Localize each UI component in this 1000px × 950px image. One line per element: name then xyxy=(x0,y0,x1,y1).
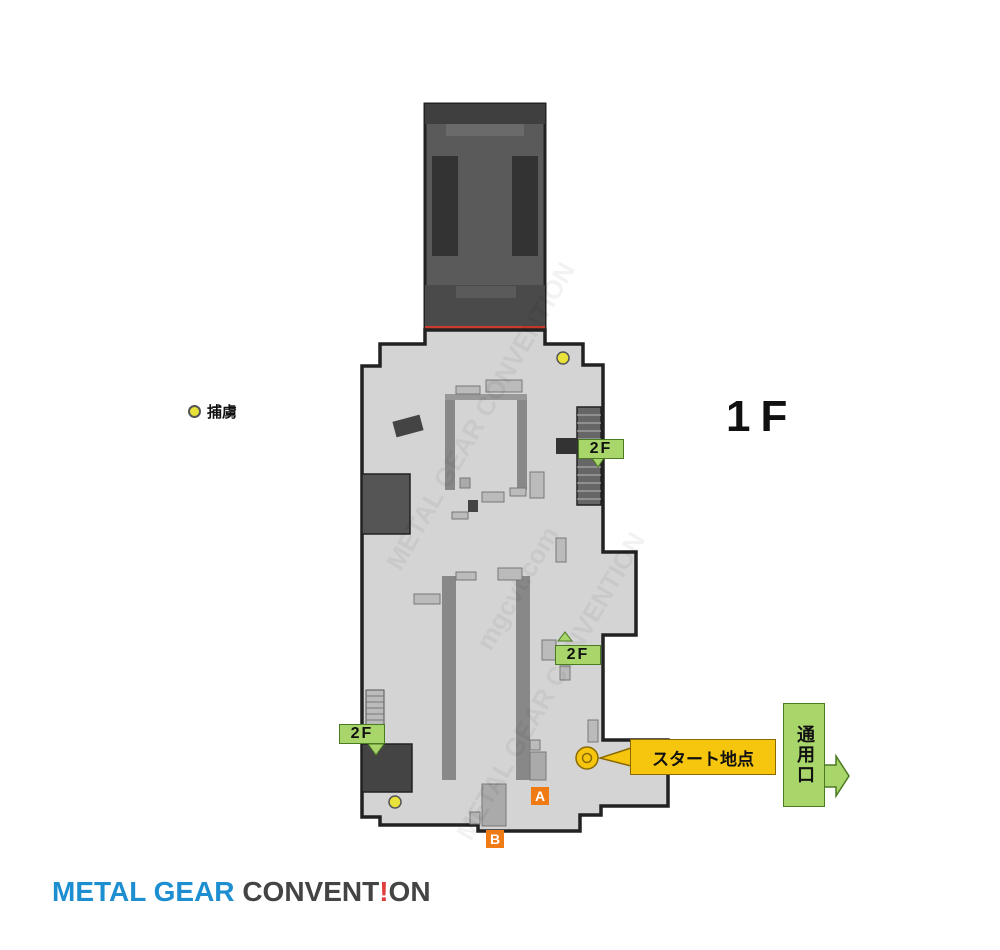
upper-room xyxy=(445,379,545,520)
north-corridor xyxy=(423,102,547,332)
brand-logo: METAL GEAR CONVENT!ON xyxy=(52,876,431,908)
exit-arrow-icon[interactable] xyxy=(823,753,850,799)
stair-tag-center[interactable]: 2F xyxy=(555,645,601,665)
stair-down-arrow-icon xyxy=(367,743,385,756)
hostage-dot-icon[interactable] xyxy=(556,351,570,365)
lower-room xyxy=(413,537,599,827)
stair-tag-west[interactable]: 2F xyxy=(339,724,385,744)
marker-b[interactable]: B xyxy=(486,830,504,848)
staircase-west xyxy=(365,689,385,727)
brand-part-3: ! xyxy=(379,876,389,907)
floor-label: 1F xyxy=(726,392,798,441)
legend-label: 捕虜 xyxy=(207,403,238,421)
exit-label[interactable]: 通用口 xyxy=(783,703,825,807)
brand-part-4: ON xyxy=(388,876,431,907)
stair-up-arrow-icon xyxy=(556,631,574,642)
brand-part-1: METAL GEAR xyxy=(52,876,243,907)
stair-tag-east[interactable]: 2F xyxy=(578,439,624,459)
legend: 捕虜 xyxy=(188,401,237,422)
hostage-dot-icon xyxy=(188,405,201,418)
start-point-icon[interactable] xyxy=(575,746,599,770)
hostage-dot-icon[interactable] xyxy=(388,795,402,809)
brand-part-2: CONVENT xyxy=(242,876,380,907)
start-point-label: スタート地点 xyxy=(630,739,776,775)
marker-a[interactable]: A xyxy=(531,787,549,805)
